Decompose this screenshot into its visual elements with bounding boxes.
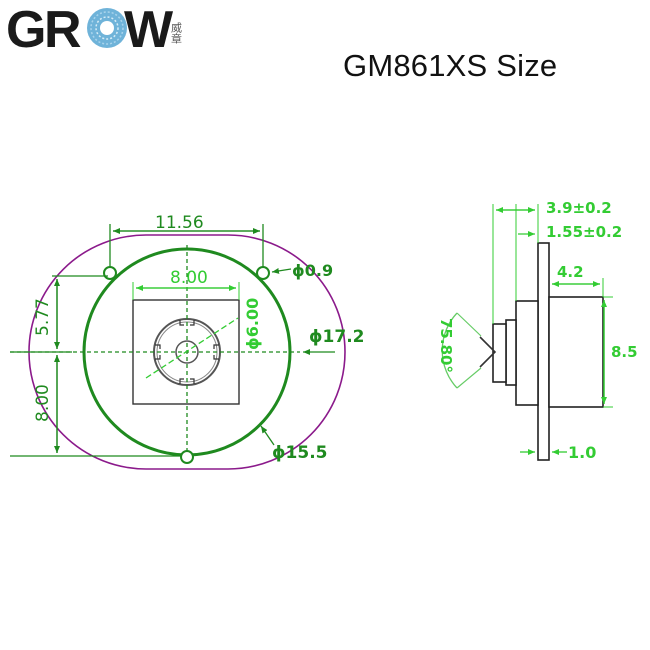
dim-outer-diameter: ϕ17.2 xyxy=(309,327,364,347)
logo-cjk-text: 威章 xyxy=(170,22,183,44)
dim-upper-height: 5.77 xyxy=(33,298,53,336)
grow-logo: G R W 威章 xyxy=(6,1,196,59)
front-step-large xyxy=(515,300,539,406)
dim-hole-spacing: 11.56 xyxy=(155,213,204,233)
grow-logo-graphic: G R W 威章 xyxy=(6,1,183,59)
logo-letter-g: G xyxy=(6,2,46,54)
side-view: 75.80° 3.9±0.2 1.55±0.2 4.2 8.5 1.0 xyxy=(437,199,638,462)
dim-rear-height: 8.5 xyxy=(611,343,638,361)
dim-total-depth: 3.9±0.2 xyxy=(546,199,612,217)
dim-hole-diameter: ϕ0.9 xyxy=(292,261,333,280)
rear-body xyxy=(548,296,604,408)
dim-flange-thickness: 1.0 xyxy=(568,443,596,462)
dim-ring-diameter: ϕ15.5 xyxy=(272,443,327,463)
dim-lower-height: 8.00 xyxy=(33,384,53,422)
dim-rear-depth: 4.2 xyxy=(557,263,584,281)
field-of-view-icon xyxy=(479,336,497,368)
mounting-hole-bottom xyxy=(180,450,194,464)
front-view: 11.56 8.00 ϕ6.00 ϕ0.9 ϕ17.2 ϕ15.5 5.77 8… xyxy=(10,213,364,470)
logo-letter-r: R xyxy=(44,2,82,54)
logo-o-icon xyxy=(87,8,127,48)
lens-diameter-leader xyxy=(145,317,239,379)
logo-letter-w: W xyxy=(124,2,174,54)
outer-housing-outline xyxy=(28,234,346,470)
mounting-hole-left xyxy=(103,266,117,280)
dim-step-depth: 1.55±0.2 xyxy=(546,223,622,241)
dim-field-angle: 75.80° xyxy=(437,318,455,373)
dim-sensor-width: 8.00 xyxy=(170,268,208,288)
flange-plate xyxy=(537,242,550,461)
dim-lens-diameter: ϕ6.00 xyxy=(243,298,262,350)
mounting-hole-right xyxy=(256,266,270,280)
front-step-mid xyxy=(505,319,517,386)
page-title: GM861XS Size xyxy=(343,48,558,83)
